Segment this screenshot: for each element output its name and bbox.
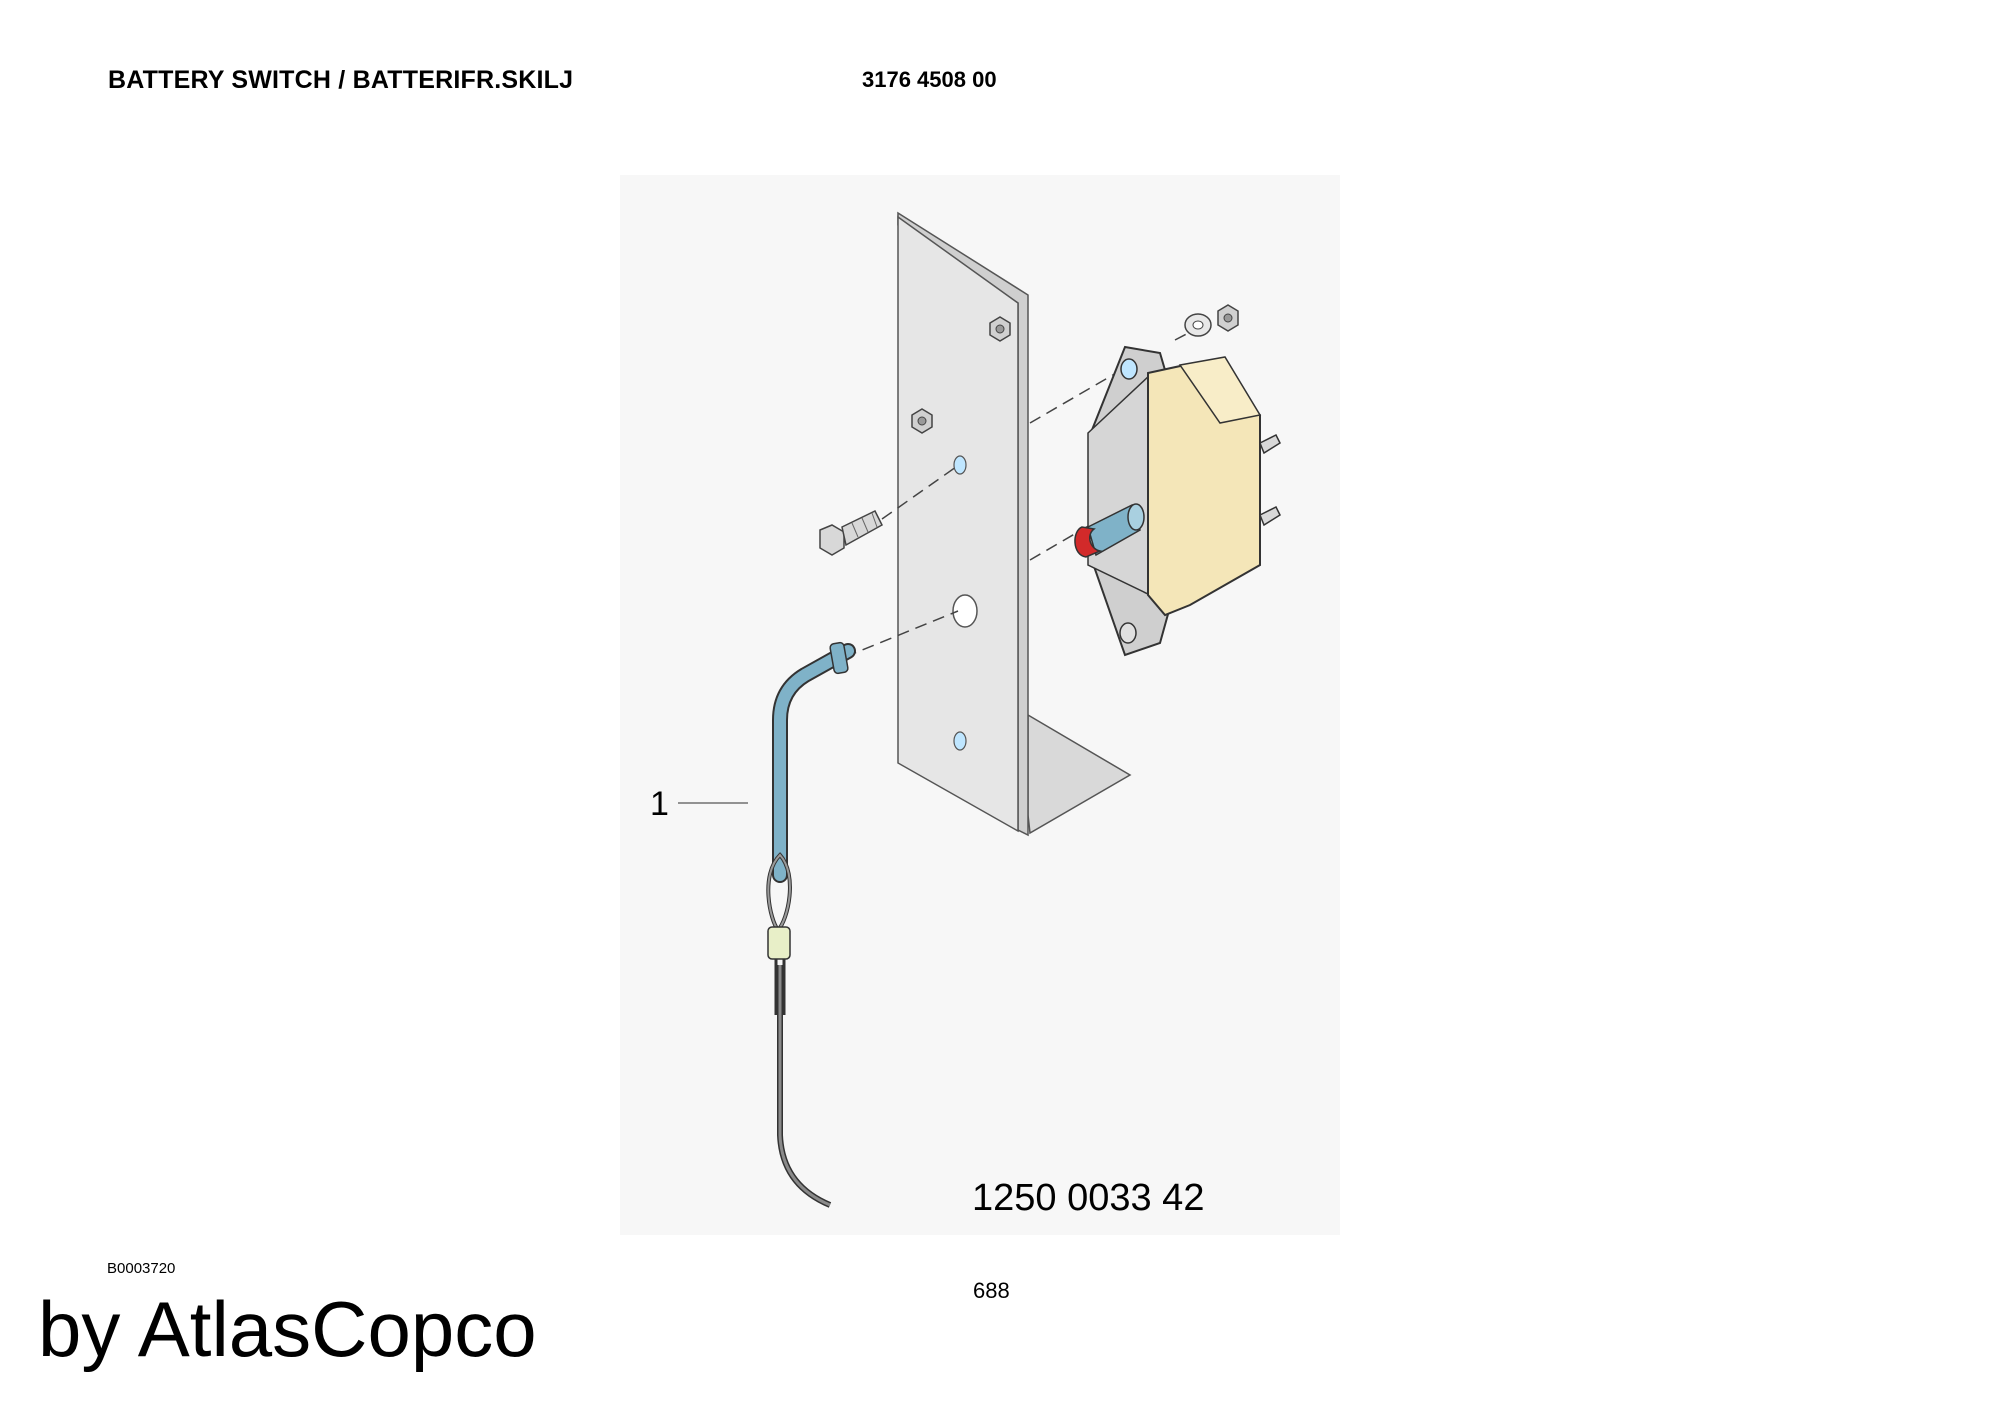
flange-hole-top	[1120, 358, 1138, 380]
terminal-stud-top	[1259, 433, 1281, 455]
bracket-plate	[897, 215, 1019, 833]
page-title: BATTERY SWITCH / BATTERIFR.SKILJ	[108, 66, 574, 94]
callout-number: 1	[650, 785, 669, 823]
washer	[1184, 313, 1212, 337]
switch-shaft	[1087, 503, 1145, 557]
cable-sleeve	[767, 926, 791, 960]
drawing-part-number: 1250 0033 42	[972, 1177, 1204, 1219]
plate-nut-top	[989, 316, 1011, 342]
red-clip	[1074, 526, 1103, 558]
hex-nut	[1217, 304, 1239, 332]
plate-hole-upper	[953, 455, 967, 475]
plate-hole-lower	[953, 731, 967, 751]
exploded-parts-drawing: 1 1250 0033 42	[620, 175, 1340, 1235]
cable	[774, 959, 832, 1208]
plate-nut-middle	[911, 408, 933, 434]
brand-label: by AtlasCopco	[38, 1285, 537, 1373]
drawing-code: B0003720	[107, 1260, 176, 1277]
switch-body-top	[1178, 356, 1262, 424]
bolt	[819, 510, 883, 556]
page-number: 688	[973, 1278, 1010, 1303]
flange-hole-bottom	[1119, 622, 1137, 644]
terminal-stud-bottom	[1259, 505, 1281, 527]
handle-rod	[772, 641, 856, 883]
plate-hole-shaft	[952, 594, 978, 628]
header-part-number: 3176 4508 00	[862, 67, 997, 92]
drawing-svg: 1 1250 0033 42	[620, 175, 1340, 1235]
